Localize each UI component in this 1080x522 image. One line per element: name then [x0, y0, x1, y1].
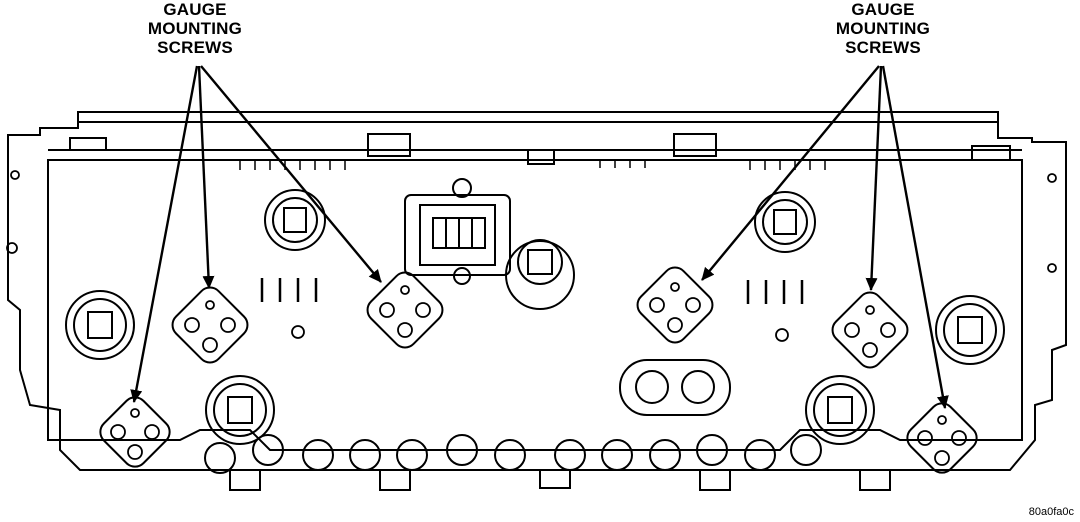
- callout-line: MOUNTING: [835, 19, 931, 38]
- rear-panel: [47, 159, 1023, 451]
- double-socket: [619, 359, 731, 416]
- bulb-socket: [65, 290, 135, 360]
- callout-line: SCREWS: [157, 38, 233, 57]
- bulb-socket: [754, 191, 816, 253]
- bulb-socket: [205, 375, 275, 445]
- top-ribs: [239, 160, 826, 170]
- bulb-socket: [264, 189, 326, 251]
- leader-arrows: [130, 65, 949, 409]
- bottom-foot: [699, 469, 731, 491]
- mounting-pad: [171, 286, 249, 364]
- bulb-socket: [935, 295, 1005, 365]
- callout-line: GAUGE: [851, 0, 915, 19]
- mounting-pad-holes: [110, 282, 967, 466]
- callout-line: MOUNTING: [147, 19, 243, 38]
- lower-socket-row: [204, 434, 822, 474]
- mounting-pad: [366, 271, 444, 349]
- bottom-foot: [539, 469, 571, 489]
- leader-arrow: [865, 65, 883, 291]
- mounting-pad: [99, 396, 171, 468]
- gauge-mounting-screws-label-left: GAUGE MOUNTING SCREWS: [120, 0, 270, 57]
- bulb-socket: [805, 375, 875, 445]
- mounting-pad: [906, 402, 978, 474]
- leader-arrow: [200, 65, 382, 283]
- top-clip: [527, 149, 555, 165]
- callout-line: SCREWS: [845, 38, 921, 57]
- gauge-mounting-screws-label-right: GAUGE MOUNTING SCREWS: [808, 0, 958, 57]
- wiring-connector: [404, 178, 511, 285]
- leader-arrow: [130, 65, 199, 403]
- figure-id: 80a0fa0c: [1028, 506, 1074, 518]
- leader-arrow: [881, 65, 949, 409]
- leader-arrow: [197, 65, 215, 289]
- leader-arrow: [701, 65, 880, 281]
- bottom-foot: [379, 469, 411, 491]
- bottom-foot: [859, 469, 891, 491]
- top-clip: [673, 133, 717, 157]
- mounting-pad: [636, 266, 714, 344]
- callout-line: GAUGE: [163, 0, 227, 19]
- housing-outline: [7, 111, 1067, 471]
- top-clip: [971, 145, 1011, 161]
- mounting-pad: [831, 291, 909, 369]
- vent-slots: [260, 278, 804, 304]
- top-clip: [367, 133, 411, 157]
- top-clip: [69, 137, 107, 151]
- mounting-pads: [99, 266, 978, 474]
- bottom-foot: [229, 469, 261, 491]
- bulb-socket: [505, 239, 575, 310]
- bulb-sockets: [65, 189, 1005, 445]
